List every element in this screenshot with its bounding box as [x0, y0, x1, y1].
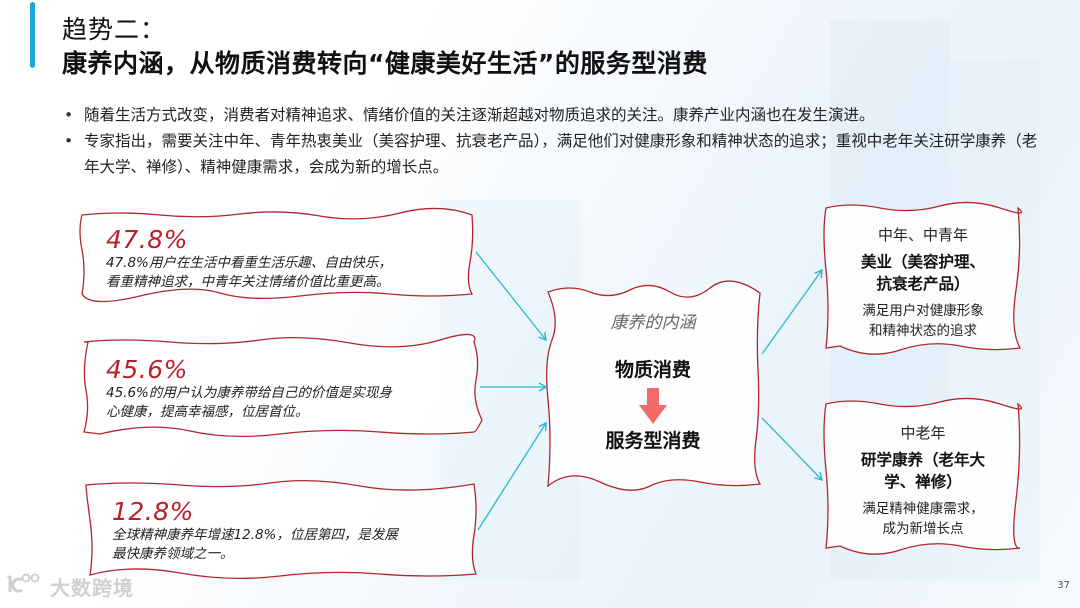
segment-description: 和精神状态的追求 [869, 323, 977, 339]
down-arrow-icon [639, 388, 667, 424]
stat-description: 全球精神康养年增速12.8%，位居第四，是发展 [112, 527, 398, 543]
connector-arrow [761, 268, 823, 355]
bullet-item: • 专家指出，需要关注中年、青年热衷美业（美容护理、抗衰老产品），满足他们对健康… [64, 128, 1044, 180]
bullet-dot-icon: • [64, 106, 74, 124]
stat-value: 47.8% [106, 225, 188, 254]
center-card: 康养的内涵 物质消费 服务型消费 [548, 292, 758, 484]
stat-card: 12.8% 全球精神康养年增速12.8%，位居第四，是发展 最快康养领域之一。 [112, 498, 472, 564]
segment-card: 中年、中青年 美业（美容护理、 抗衰老产品） 满足用户对健康形象 和精神状态的追… [830, 224, 1016, 341]
stat-card: 47.8% 47.8%用户在生活中看重生活乐趣、自由快乐， 看重精神追求，中青年… [106, 226, 466, 292]
segment-description: 满足用户对健康形象 [862, 303, 984, 319]
stat-value: 45.6% [106, 355, 188, 384]
page-number: 37 [1057, 580, 1070, 591]
stat-description: 47.8%用户在生活中看重生活乐趣、自由快乐， [106, 255, 392, 271]
center-label: 康养的内涵 [610, 313, 696, 333]
title-accent-bar [30, 2, 35, 68]
bullet-text: 专家指出，需要关注中年、青年热衷美业（美容护理、抗衰老产品），满足他们对健康形象… [84, 132, 1038, 176]
stat-value: 12.8% [112, 497, 194, 526]
stat-description: 心健康，提高幸福感，位居首位。 [106, 404, 309, 420]
center-to: 服务型消费 [605, 430, 701, 452]
center-from: 物质消费 [614, 359, 691, 381]
bullet-list: • 随着生活方式改变，消费者对精神追求、情绪价值的关注逐渐超越对物质追求的关注。… [64, 102, 1044, 180]
brand-logo: 大数跨境 [6, 572, 134, 601]
page-title: 康养内涵，从物质消费转向“健康美好生活”的服务型消费 [62, 49, 708, 78]
segment-title: 抗衰老产品） [876, 275, 970, 293]
stat-description: 45.6%的用户认为康养带给自己的价值是实现身 [106, 385, 392, 401]
segment-title: 美业（美容护理、 [860, 253, 985, 271]
segment-audience: 中老年 [900, 424, 946, 442]
page-subtitle: 趋势二： [62, 15, 167, 44]
connector-arrow [761, 417, 823, 482]
stat-description: 最快康养领域之一。 [112, 546, 234, 562]
logo-text: 大数跨境 [50, 576, 134, 600]
stat-description: 看重精神追求，中青年关注情绪价值比重更高。 [106, 274, 390, 290]
segment-title: 学、禅修） [884, 473, 962, 491]
bullet-item: • 随着生活方式改变，消费者对精神追求、情绪价值的关注逐渐超越对物质追求的关注。… [64, 102, 1044, 128]
segment-audience: 中年、中青年 [877, 226, 968, 244]
bullet-dot-icon: • [64, 132, 74, 150]
segment-description: 成为新增长点 [882, 521, 964, 537]
stat-card: 45.6% 45.6%的用户认为康养带给自己的价值是实现身 心健康，提高幸福感，… [106, 356, 466, 422]
segment-card: 中老年 研学康养（老年大 学、禅修） 满足精神健康需求， 成为新增长点 [830, 422, 1016, 539]
bullet-text: 随着生活方式改变，消费者对精神追求、情绪价值的关注逐渐超越对物质追求的关注。康养… [84, 106, 875, 124]
segment-title: 研学康养（老年大 [860, 451, 985, 469]
logo-mark-icon [6, 572, 44, 601]
segment-description: 满足精神健康需求， [862, 501, 984, 517]
